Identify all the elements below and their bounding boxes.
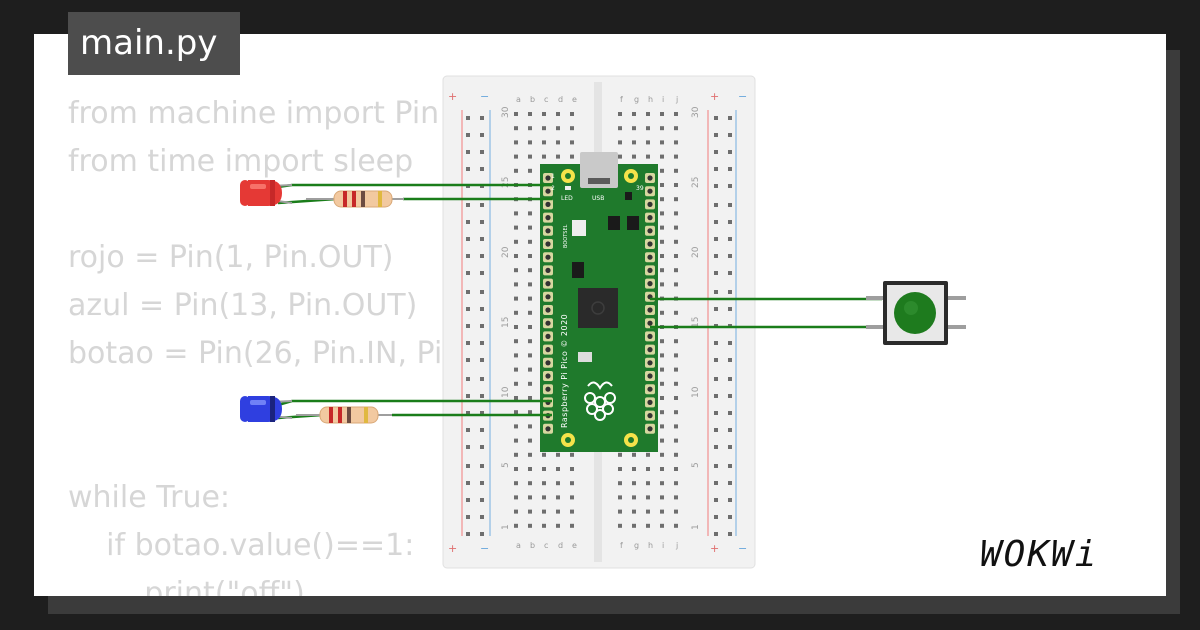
rp2040-chip — [578, 288, 618, 328]
led-label: LED — [561, 195, 573, 202]
column-label: f — [620, 95, 623, 104]
column-label: e — [572, 541, 577, 550]
column-label: d — [558, 541, 563, 550]
column-label: h — [648, 541, 653, 550]
code-line: rojo = Pin(1, Pin.OUT) — [68, 240, 394, 275]
column-label: e — [572, 95, 577, 104]
pin-39-label: 39 — [636, 185, 644, 192]
usb-label: USB — [592, 195, 604, 202]
pin-1-label: 1 — [551, 173, 555, 180]
row-number: 10 — [691, 386, 701, 398]
raspberry-pi-pico[interactable]: LED USB 1 2 39 BOOTSEL Raspberry Pi Pico… — [540, 152, 658, 452]
column-label: b — [530, 541, 535, 550]
regulator-chip — [627, 216, 639, 230]
code-preview: from machine import Pin from time import… — [68, 90, 461, 596]
row-number: 5 — [691, 462, 701, 468]
rail-minus-label: − — [738, 90, 747, 103]
row-number: 1 — [691, 524, 701, 530]
resistor-2[interactable] — [296, 406, 392, 424]
column-label: c — [544, 95, 548, 104]
code-line: print("off") — [68, 576, 305, 596]
resistor-1[interactable] — [306, 190, 404, 208]
row-number: 30 — [501, 106, 511, 118]
row-number: 30 — [691, 106, 701, 118]
raspberry-pi-logo-icon — [584, 381, 616, 421]
row-number: 20 — [501, 246, 511, 258]
column-label: h — [648, 95, 653, 104]
led-blue-body — [248, 396, 282, 422]
code-line: azul = Pin(13, Pin.OUT) — [68, 288, 418, 323]
led-blue[interactable] — [240, 396, 293, 422]
onboard-led — [565, 186, 571, 190]
pin-2-label: 2 — [551, 185, 555, 192]
rail-plus-label: + — [710, 542, 719, 555]
column-label: d — [558, 95, 563, 104]
column-label: a — [516, 95, 521, 104]
row-number: 25 — [501, 177, 511, 188]
code-line: if botao.value()==1: — [68, 528, 415, 563]
regulator-chip — [608, 216, 620, 230]
row-number: 15 — [501, 317, 511, 328]
column-label: j — [675, 541, 678, 550]
file-tab-main-py[interactable]: main.py — [68, 12, 240, 75]
rail-plus-label: + — [448, 542, 457, 555]
column-label: a — [516, 541, 521, 550]
crystal — [578, 352, 592, 362]
rail-minus-label: − — [480, 90, 489, 103]
pico-pin-headers — [543, 173, 655, 434]
led-red[interactable] — [240, 180, 293, 206]
row-number: 1 — [501, 524, 511, 530]
led-red-body — [248, 180, 282, 206]
column-label: f — [620, 541, 623, 550]
rail-plus-label: + — [710, 90, 719, 103]
rail-minus-label: − — [480, 542, 489, 555]
logo-text: WOKWi — [980, 534, 1098, 575]
column-label: b — [530, 95, 535, 104]
column-label: i — [662, 541, 664, 550]
column-label: j — [675, 95, 678, 104]
code-line: while True: — [68, 480, 231, 515]
column-label: g — [634, 541, 639, 550]
row-number: 10 — [501, 386, 511, 398]
column-label: g — [634, 95, 639, 104]
row-number: 5 — [501, 462, 511, 468]
flash-chip — [572, 262, 584, 278]
bootsel-button[interactable] — [572, 220, 586, 236]
rail-plus-label: + — [448, 90, 457, 103]
code-line: from time import sleep — [68, 144, 414, 179]
pico-silkscreen: Raspberry Pi Pico © 2020 — [560, 314, 569, 428]
column-label: c — [544, 541, 548, 550]
pushbutton[interactable] — [866, 281, 966, 345]
rail-minus-label: − — [738, 542, 747, 555]
row-number: 25 — [691, 177, 701, 188]
column-label: i — [662, 95, 664, 104]
wokwi-logo: WOKWi — [980, 534, 1098, 575]
bootsel-label: BOOTSEL — [563, 224, 569, 248]
row-number: 15 — [691, 317, 701, 328]
code-line: from machine import Pin — [68, 96, 440, 131]
row-number: 20 — [691, 246, 701, 258]
